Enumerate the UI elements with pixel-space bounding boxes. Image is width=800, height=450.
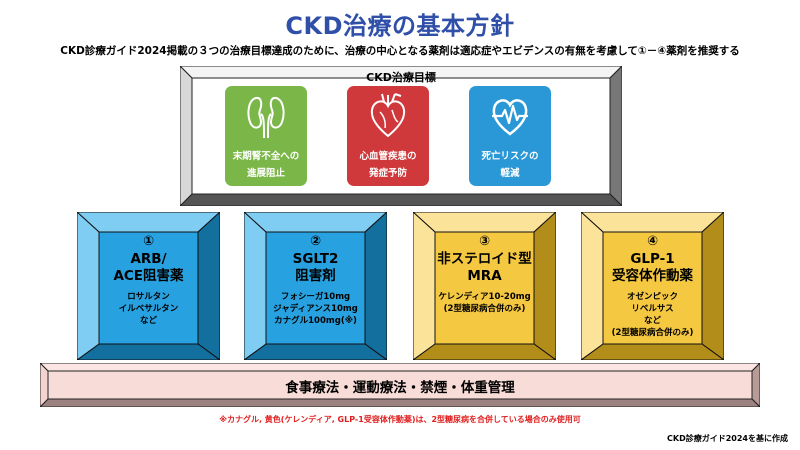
heartbeat-icon — [492, 99, 528, 136]
drug-box-glp1: ④ GLP-1 受容体作動薬 オゼンピック リベルサス など (2型糖尿病合併の… — [581, 212, 724, 360]
drug-number: ① — [142, 234, 154, 249]
drug-box-content: ③ 非ステロイド型 MRA ケレンディア10-20mg (2型糖尿病合併のみ) — [435, 232, 534, 344]
drug-examples: フォシーガ10mg ジャディアンス10mg カナグル100mg(※) — [273, 292, 358, 326]
drug-box-content: ② SGLT2 阻害剤 フォシーガ10mg ジャディアンス10mg カナグル10… — [266, 232, 365, 344]
drug-box-content: ④ GLP-1 受容体作動薬 オゼンピック リベルサス など (2型糖尿病合併の… — [603, 232, 702, 344]
drug-box-content: ① ARB/ ACE阻害薬 ロサルタン イルベサルタン など — [99, 232, 198, 344]
drug-box-bevel — [581, 212, 724, 360]
drug-number: ④ — [646, 234, 658, 249]
drug-box-bevel — [413, 212, 556, 360]
heart-icon — [370, 93, 406, 138]
drug-examples: ロサルタン イルベサルタン など — [118, 292, 179, 326]
drug-box-mra: ③ 非ステロイド型 MRA ケレンディア10-20mg (2型糖尿病合併のみ) — [413, 212, 556, 360]
drug-box-bevel — [77, 212, 220, 360]
goal-text: 心血管疾患の 発症予防 — [347, 148, 429, 182]
drug-box-arb-ace: ① ARB/ ACE阻害薬 ロサルタン イルベサルタン など — [77, 212, 220, 360]
goal-line1: 末期腎不全への — [232, 151, 300, 162]
drug-number: ② — [309, 234, 321, 249]
page-subtitle: CKD診療ガイド2024掲載の３つの治療目標達成のために、治療の中心となる薬剤は… — [60, 45, 740, 57]
drug-class-name: SGLT2 阻害剤 — [292, 251, 339, 284]
goal-line2: 発症予防 — [368, 168, 407, 179]
goal-card-heart: 心血管疾患の 発症予防 — [347, 86, 429, 186]
goal-card-kidney: 末期腎不全への 進展阻止 — [225, 86, 307, 186]
source-note: CKD診療ガイド2024を基に作成 — [667, 434, 788, 443]
goal-text: 末期腎不全への 進展阻止 — [225, 148, 307, 182]
drug-examples: ケレンディア10-20mg (2型糖尿病合併のみ) — [438, 292, 531, 314]
goal-line2: 軽減 — [500, 168, 520, 179]
lifestyle-bar: 食事療法・運動療法・禁煙・体重管理 — [40, 363, 760, 407]
footnote: ※カナグル, 黄色(ケレンディア, GLP-1受容体作動薬)は、2型糖尿病を合併… — [219, 415, 581, 424]
drug-class-name: GLP-1 受容体作動薬 — [612, 251, 693, 284]
goal-line1: 死亡リスクの — [481, 151, 539, 162]
drug-box-bevel — [244, 212, 387, 360]
page-title: CKD治療の基本方針 — [285, 12, 515, 40]
drug-examples: オゼンピック リベルサス など (2型糖尿病合併のみ) — [611, 292, 694, 338]
goal-card-mortality: 死亡リスクの 軽減 — [469, 86, 551, 186]
drug-class-name: ARB/ ACE阻害薬 — [113, 251, 184, 284]
drug-box-sglt2: ② SGLT2 阻害剤 フォシーガ10mg ジャディアンス10mg カナグル10… — [244, 212, 387, 360]
goals-label: CKD治療目標 — [366, 71, 436, 84]
goal-line1: 心血管疾患の — [359, 151, 417, 162]
goal-text: 死亡リスクの 軽減 — [469, 148, 551, 182]
lifestyle-text: 食事療法・運動療法・禁煙・体重管理 — [285, 380, 515, 396]
drug-number: ③ — [478, 234, 490, 249]
goal-line2: 進展阻止 — [246, 168, 285, 179]
kidney-icon — [247, 96, 285, 139]
lifestyle-bar-bevel — [40, 363, 760, 407]
drug-class-name: 非ステロイド型 MRA — [437, 251, 532, 284]
ckd-goals-panel: CKD治療目標 末期腎不全への 進展阻止 心血管疾患の 発症予防 死 — [180, 66, 622, 206]
